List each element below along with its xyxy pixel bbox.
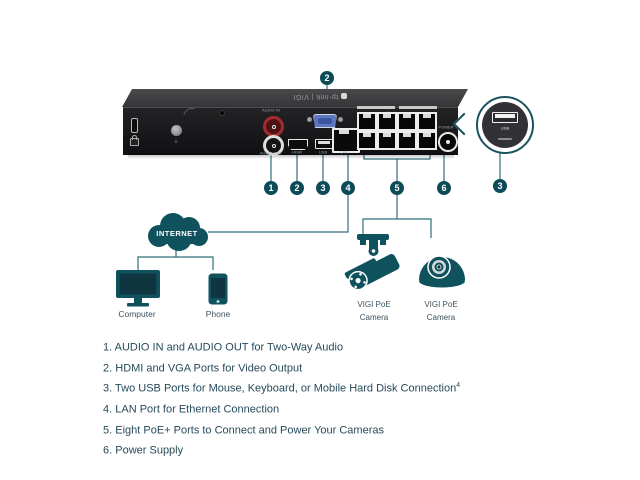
poe-port-block [357,112,437,150]
vga-port [313,114,337,128]
dome-camera-label: VIGI PoE Camera [411,298,471,324]
poe-label-bar [399,106,437,109]
dome-camera-label-line2: Camera [426,313,456,322]
internet-cloud-icon: INTERNET [148,213,208,251]
poe-port-5 [357,131,377,150]
nvr-shadow [128,154,454,159]
power-label: POWER [438,125,454,130]
usb-front-port [492,112,518,123]
callout-1: 1 [264,181,278,195]
usb-front-label: USB [500,126,510,131]
tplink-vigi-branding: tp-link | VIGI [274,91,366,102]
audio-in-label: AUDIO IN [262,108,280,113]
bullet-camera-icon [344,234,400,291]
callout-6: 6 [437,181,451,195]
lan-port [332,128,360,153]
bullet-camera-label: VIGI PoE Camera [344,298,404,324]
poe-port-1 [357,112,377,131]
usb-zoom-inset: USB [476,96,534,154]
legend-item-1: 1. AUDIO IN and AUDIO OUT for Two-Way Au… [103,341,344,354]
legend-item-4: 4. LAN Port for Ethernet Connection [103,403,280,416]
poe-port-3 [397,112,417,131]
usb-port-reflection [498,138,512,140]
dome-camera-label-line1: VIGI PoE [424,300,458,309]
callout-5: 5 [390,181,404,195]
panel-screw [219,110,225,116]
phone-icon [208,273,228,305]
legend-item-6: 6. Power Supply [103,444,184,457]
phone-label: Phone [205,309,231,319]
feature-legend: 1. AUDIO IN and AUDIO OUT for Two-Way Au… [103,336,573,460]
computer-icon [116,270,160,307]
legend-item-2: 2. HDMI and VGA Ports for Video Output [103,362,303,375]
poe-label-bar [357,106,395,109]
power-jack [438,132,458,152]
audio-out-label: AUDIO OUT [259,151,283,156]
poe-port-6 [377,131,397,150]
lock-icon [130,135,139,146]
kensington-slot [131,118,138,133]
computer-label: Computer [118,309,156,319]
audio-out-port [263,135,284,156]
internet-cloud-text: INTERNET [156,229,198,238]
poe-port-7 [397,131,417,150]
poe-port-8 [417,131,437,150]
vga-screw [307,117,312,122]
poe-port-2 [377,112,397,131]
usb-rear-port [315,139,333,149]
bullet-camera-label-line1: VIGI PoE [357,300,391,309]
lan-label: LAN [340,150,348,155]
grounding-screw [171,125,182,136]
brand-text: tp-link | VIGI [292,93,339,100]
hdmi-label: HDMI [291,150,303,155]
callout-2: 2 [290,181,304,195]
hdmi-port [288,139,308,150]
nvr-top-panel [122,89,468,107]
callout-2-top: 2 [320,71,334,85]
usb-rear-label: USB [318,150,328,155]
tplink-logo-icon [341,93,348,100]
callout-3: 3 [316,181,330,195]
bullet-camera-label-line2: Camera [359,313,389,322]
ground-symbol-icon: ⏚ [173,138,179,145]
dome-camera-icon [419,255,465,288]
callout-3-zoom: 3 [493,179,507,193]
vga-screw [338,117,343,122]
usb-zoom-background: USB [482,102,528,148]
poe-port-4 [417,112,437,131]
legend-item-5: 5. Eight PoE+ Ports to Connect and Power… [103,424,384,437]
audio-in-port [263,116,284,137]
legend-item-3: 3. Two USB Ports for Mouse, Keyboard, or… [103,382,461,395]
callout-4: 4 [341,181,355,195]
